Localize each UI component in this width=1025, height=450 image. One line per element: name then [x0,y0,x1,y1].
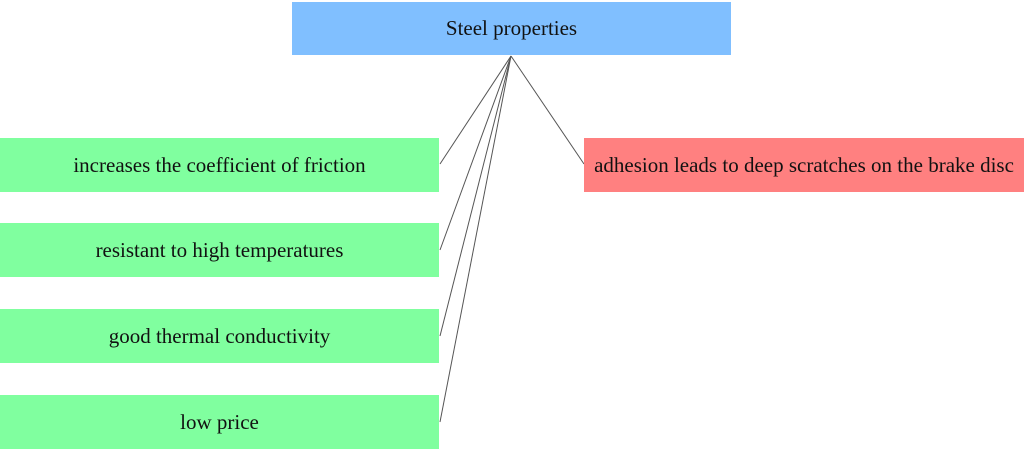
root-node: Steel properties [292,2,731,55]
advantage-node-label: increases the coefficient of friction [73,152,366,177]
edge-root-to-advantage-1 [439,55,512,165]
edge-root-to-advantage-4 [439,55,512,423]
advantage-node: increases the coefficient of friction [0,138,439,192]
advantage-node-label: resistant to high temperatures [95,237,344,262]
edge-root-to-disadvantage-1 [510,55,585,165]
advantage-node: low price [0,395,439,449]
advantage-node-label: good thermal conductivity [108,323,331,348]
advantage-node-label: low price [180,409,259,434]
edge-root-to-advantage-2 [439,55,512,251]
advantage-node: resistant to high temperatures [0,223,439,277]
root-node-label: Steel properties [445,16,578,40]
edge-root-to-advantage-3 [439,55,512,337]
disadvantage-node-label: adhesion leads to deep scratches on the … [594,152,1014,177]
disadvantage-node: adhesion leads to deep scratches on the … [584,138,1024,192]
advantage-node: good thermal conductivity [0,309,439,363]
